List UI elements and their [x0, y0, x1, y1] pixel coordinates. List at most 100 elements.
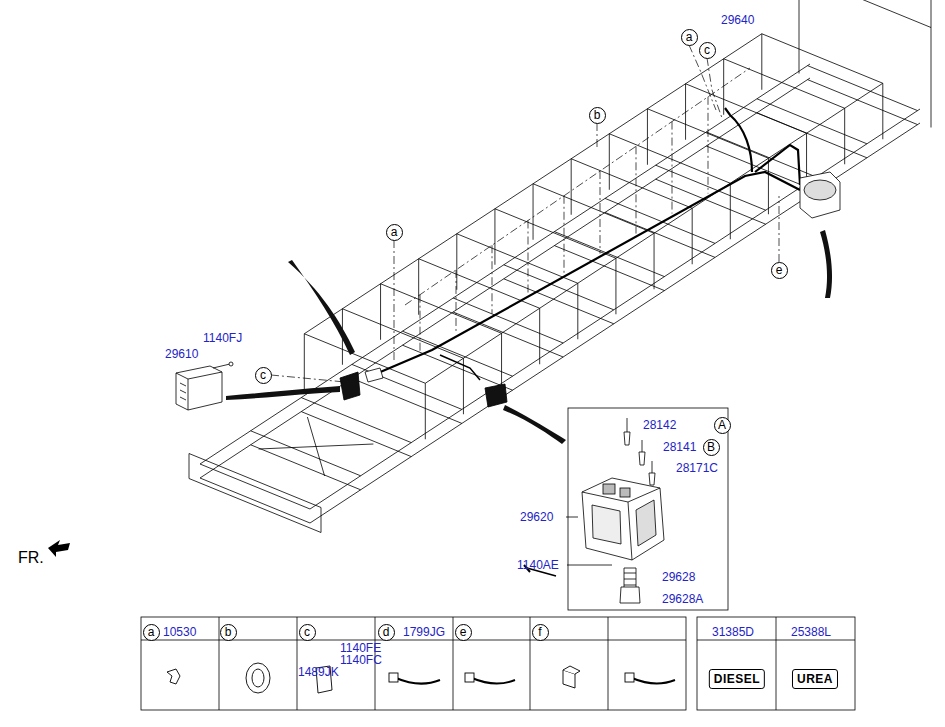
frame-line — [307, 417, 324, 476]
frame-line — [539, 308, 540, 364]
frame-line — [352, 378, 462, 423]
frame-line — [931, 0, 932, 128]
circled-letter: a — [143, 624, 160, 641]
circled-letter: B — [703, 439, 720, 456]
callout-number: 1489JK — [298, 665, 339, 679]
frame-line — [799, 0, 931, 28]
letter: c — [304, 626, 310, 638]
callout-number: 28171C — [676, 461, 718, 475]
frame-line — [381, 284, 502, 334]
frame-line — [425, 83, 883, 383]
letter: B — [707, 441, 715, 453]
frame-line — [463, 358, 464, 414]
frame-line — [304, 34, 762, 334]
frame-line — [723, 59, 724, 115]
frame-line — [692, 208, 693, 264]
frame-line — [189, 454, 190, 479]
dash-leaders — [271, 45, 779, 382]
sticker-text: DIESEL — [709, 669, 765, 689]
front-marker: FR. — [18, 549, 44, 567]
frame-line — [301, 412, 411, 457]
frame-line — [761, 34, 762, 90]
frame-line — [605, 212, 715, 257]
frame-line — [571, 159, 692, 209]
black-leaders — [226, 230, 832, 444]
frame-line — [251, 445, 361, 490]
front-arrow — [48, 540, 70, 557]
callout-number: 10530 — [163, 625, 196, 639]
circled-letter: b — [220, 624, 237, 641]
components — [176, 172, 840, 410]
frame-line — [609, 134, 730, 184]
frame-line — [200, 478, 310, 523]
frame-line — [647, 109, 648, 165]
circled-letter: c — [255, 367, 272, 384]
frame-line — [501, 333, 502, 389]
frame-line — [453, 312, 563, 357]
frame-line — [724, 59, 845, 109]
sticker-text: UREA — [792, 669, 838, 689]
frame-line — [808, 80, 918, 125]
frame-line — [189, 479, 321, 533]
letter: b — [594, 109, 601, 121]
frame-line — [533, 184, 534, 240]
frame-line — [200, 464, 310, 509]
letter: c — [260, 369, 266, 381]
callout-number: 1140FE — [340, 641, 381, 655]
frame-line — [310, 123, 920, 523]
frame-line — [251, 431, 361, 476]
wire-harness — [378, 108, 800, 380]
frame-line — [342, 309, 463, 359]
letter: a — [148, 626, 155, 638]
circled-letter: b — [589, 107, 606, 124]
frame-line — [495, 209, 616, 259]
frame-line — [799, 0, 800, 74]
letter: A — [718, 419, 726, 431]
circled-letter: a — [386, 224, 403, 241]
frame-line — [554, 232, 664, 277]
frame-line — [418, 259, 419, 315]
frame-line — [504, 265, 614, 310]
frame-line — [310, 109, 920, 509]
letter: c — [704, 44, 710, 56]
callout-number: 1140AE — [517, 558, 559, 572]
frame-line — [200, 78, 810, 478]
callout-number: 29620 — [520, 510, 553, 524]
letter: b — [225, 626, 232, 638]
frame-line — [808, 66, 918, 111]
frame-line — [494, 209, 495, 265]
callout-number: 1140FC — [340, 653, 382, 667]
callout-number: 1799JG — [403, 625, 445, 639]
inset-box — [524, 408, 728, 610]
circled-letter: f — [532, 624, 549, 641]
parts-table — [141, 617, 855, 710]
table-icons — [167, 663, 675, 693]
frame-line — [768, 158, 769, 214]
frame-line — [605, 198, 715, 243]
frame-line — [457, 234, 578, 284]
frame-drawing — [189, 0, 931, 533]
letter: e — [460, 626, 467, 638]
frame-line — [757, 99, 867, 144]
frame-line — [762, 34, 883, 84]
circled-letter: a — [681, 29, 698, 46]
frame-line — [615, 258, 616, 314]
frame-line — [189, 454, 321, 508]
callout-number: 28142 — [643, 418, 676, 432]
letter: e — [776, 264, 783, 276]
circled-letter: c — [299, 624, 316, 641]
callout-number: 29640 — [721, 13, 754, 27]
module-drawing — [582, 418, 664, 603]
frame-line — [304, 334, 425, 384]
callout-number: 31385D — [712, 625, 754, 639]
circled-letter: c — [699, 42, 716, 59]
callout-number: 1140FJ — [203, 331, 242, 345]
frame-line — [403, 331, 513, 376]
frame-line — [730, 183, 731, 239]
circled-letter: e — [771, 262, 788, 279]
circled-letter: d — [378, 624, 395, 641]
frame-line — [352, 364, 462, 409]
frame-line — [844, 108, 845, 164]
frame-line — [403, 345, 513, 390]
